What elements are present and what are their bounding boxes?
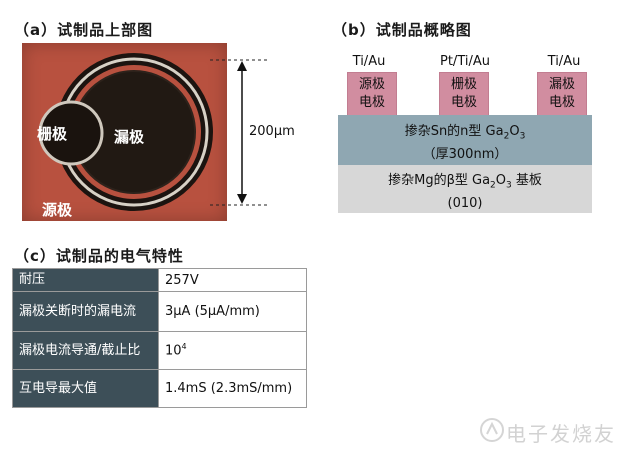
panel-b-title: （b）试制品概略图 [332, 21, 472, 39]
property-value: 1.4mS (2.3mS/mm) [158, 369, 307, 408]
gate-electrode-label-1: 栅极 [450, 77, 477, 92]
drain-electrode-label-1: 漏极 [548, 77, 575, 92]
table-row: 耐压 257V [12, 268, 307, 292]
source-electrode-label-1: 源极 [358, 77, 385, 92]
drain-electrode: 漏极 电极 [537, 72, 587, 116]
substrate-text: 掺杂Mg的β型 Ga [388, 173, 491, 188]
device-top-view-photo: 栅极 漏极 源极 [22, 43, 227, 221]
property-key: 耐压 [12, 268, 159, 292]
watermark-logo-icon [480, 418, 504, 442]
n-layer-oxygen: O [509, 124, 520, 139]
substrate-orientation: (010) [447, 195, 483, 211]
substrate-suffix: 基板 [511, 173, 542, 188]
table-row: 漏极电流导通/截止比 104 [12, 331, 307, 370]
source-electrode-label-2: 电极 [358, 95, 385, 110]
substrate-sub-1: 2 [490, 180, 496, 191]
n-type-ga2o3-layer: 掺杂Sn的n型 Ga2O3 （厚300nm） [338, 115, 592, 165]
gate-electrode: 栅极 电极 [439, 72, 489, 116]
dimension-marker [210, 59, 270, 206]
n-layer-sub-2: 3 [519, 131, 526, 142]
property-value: 104 [158, 331, 307, 370]
gate-electrode-label-2: 电极 [450, 95, 477, 110]
electrode-rings [38, 53, 213, 211]
n-layer-sub-1: 2 [503, 131, 510, 142]
panel-a-title: （a）试制品上部图 [14, 21, 154, 39]
n-layer-thickness: （厚300nm） [422, 146, 508, 162]
property-value: 3μA (5μA/mm) [158, 291, 307, 332]
substrate-oxygen: O [495, 173, 507, 188]
panel-c-title: （c）试制品的电气特性 [14, 247, 184, 265]
drain-electrode-label-2: 电极 [548, 95, 575, 110]
table-row: 漏极关断时的漏电流 3μA (5μA/mm) [12, 291, 307, 332]
gate-metal-label: Pt/Ti/Au [440, 54, 490, 69]
electrical-properties-table: 耐压 257V 漏极关断时的漏电流 3μA (5μA/mm) 漏极电流导通/截止… [12, 268, 307, 408]
beta-ga2o3-substrate: 掺杂Mg的β型 Ga2O3 基板 (010) [338, 165, 592, 213]
drain-label: 漏极 [114, 128, 145, 146]
drain-metal-label: Ti/Au [547, 54, 581, 69]
table-row: 互电导最大值 1.4mS (2.3mS/mm) [12, 369, 307, 408]
substrate-sub-2: 3 [506, 180, 512, 191]
property-key: 漏极电流导通/截止比 [12, 331, 159, 370]
property-value: 257V [158, 268, 307, 292]
source-metal-label: Ti/Au [352, 54, 386, 69]
source-label: 源极 [42, 201, 73, 219]
property-key: 漏极关断时的漏电流 [12, 291, 159, 332]
gate-label: 栅极 [37, 125, 68, 143]
property-key: 互电导最大值 [12, 369, 159, 408]
source-electrode: 源极 电极 [347, 72, 397, 116]
dimension-label: 200μm [249, 124, 295, 139]
n-layer-text: 掺杂Sn的n型 Ga [404, 124, 504, 139]
on-off-ratio-base: 10 [165, 343, 182, 359]
on-off-ratio-exponent: 4 [181, 342, 187, 352]
watermark-text: 电子发烧友 [506, 422, 616, 446]
